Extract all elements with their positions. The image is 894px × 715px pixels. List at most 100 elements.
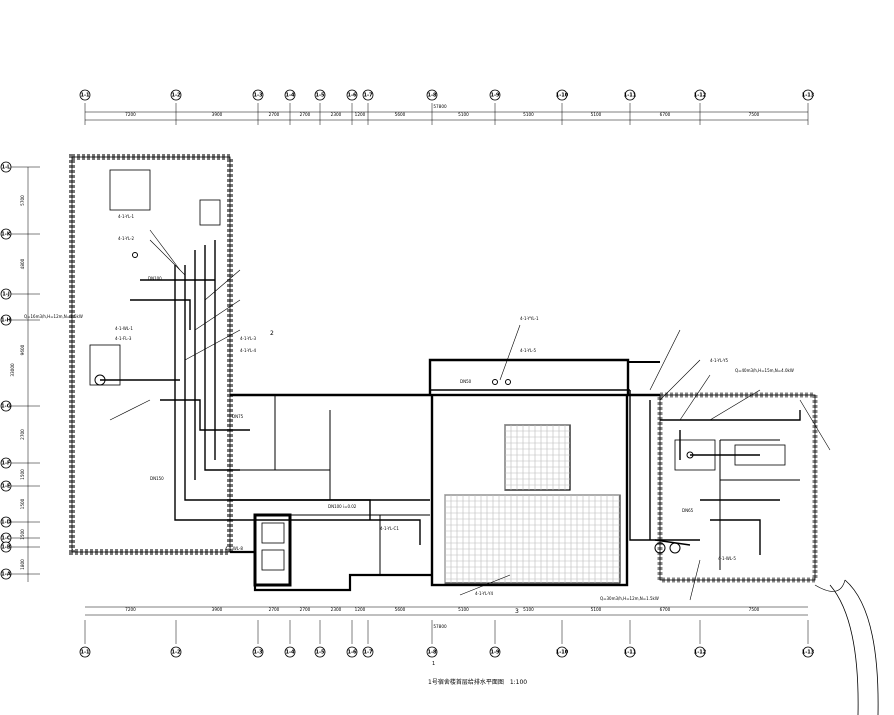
span-dimension: 5100 bbox=[458, 607, 469, 612]
axis-bubble bbox=[170, 646, 182, 658]
span-dimension: 1200 bbox=[355, 607, 366, 612]
pipe-tag: 4-1-YL-5 bbox=[520, 348, 537, 353]
axis-bubble bbox=[314, 646, 326, 658]
pipe-size: DN75 bbox=[232, 414, 244, 419]
pipe-tag: 4-1-YL-3 bbox=[240, 336, 257, 341]
span-dimension: 7200 bbox=[125, 112, 136, 117]
axis-label: 1-13 bbox=[802, 650, 815, 656]
pipe-tag: 4-1-YL-Y5 bbox=[710, 358, 729, 363]
axis-label: 1-12 bbox=[694, 93, 707, 99]
axis-label: 1-F bbox=[2, 461, 11, 467]
axis-bubble bbox=[346, 89, 358, 101]
span-dimension: 6700 bbox=[660, 112, 671, 117]
pipe-size: DN150 bbox=[150, 476, 164, 481]
axis-label: 1-4 bbox=[285, 93, 295, 99]
axis-bubble bbox=[284, 89, 296, 101]
axis-label: 1-B bbox=[1, 545, 11, 551]
pump-symbol bbox=[94, 374, 106, 386]
span-dimension: 5600 bbox=[395, 112, 406, 117]
axis-bubble bbox=[556, 89, 568, 101]
span-dimension: 2700 bbox=[269, 607, 280, 612]
axis-label: 1-3 bbox=[253, 650, 263, 656]
room-mark: 2 bbox=[270, 330, 274, 337]
axis-bubble bbox=[694, 89, 706, 101]
axis-bubble bbox=[624, 646, 636, 658]
building-walls bbox=[69, 154, 879, 715]
axis-label: 1-C bbox=[1, 536, 11, 542]
axis-bubble bbox=[489, 646, 501, 658]
axis-label: 1-6 bbox=[347, 93, 357, 99]
pipe-tag: 4-1-YL-4 bbox=[240, 348, 257, 353]
pump-note: Q=40m3/h,H=15m,N=4.0kW bbox=[735, 368, 794, 373]
axis-label: 1-E bbox=[2, 484, 12, 490]
axis-bubble bbox=[694, 646, 706, 658]
axis-label: 1-11 bbox=[624, 93, 637, 99]
pump-notes: Q=16m3/h,H=12m,N=1.5kW Q=30m3/h,H=12m,N=… bbox=[24, 314, 794, 601]
pipe-tags: 4-1-YL-1 4-1-YL-2 4-1-WL-1 4-1-FL-3 4-1-… bbox=[115, 214, 736, 596]
span-dimension: 1500 bbox=[20, 469, 25, 480]
axis-label: 1-D bbox=[1, 520, 11, 526]
span-dimension: 5600 bbox=[395, 607, 406, 612]
span-dimension: 2700 bbox=[300, 607, 311, 612]
span-dimension: 5700 bbox=[20, 195, 25, 206]
axis-bubble bbox=[252, 89, 264, 101]
axis-label: 1-6 bbox=[347, 650, 357, 656]
span-dimension: 5100 bbox=[458, 112, 469, 117]
pipe-tag: 4-1-YL-2 bbox=[118, 236, 135, 241]
pipe-size-labels: DN100 DN150 DN50 DN75 DN65 DN100 i=0.02 bbox=[148, 276, 694, 513]
pipe-size: DN65 bbox=[682, 508, 694, 513]
axis-label: 1-H bbox=[1, 318, 11, 324]
axis-bubble bbox=[314, 89, 326, 101]
axis-label: 1-7 bbox=[363, 93, 373, 99]
axis-label: 1-4 bbox=[285, 650, 295, 656]
sheet-mark: 1 bbox=[432, 661, 436, 667]
room-mark: 3 bbox=[515, 608, 519, 615]
axis-label: 1-10 bbox=[556, 650, 569, 656]
span-dimension: 7500 bbox=[749, 112, 760, 117]
pipe-network bbox=[100, 240, 801, 555]
span-dimension: 5100 bbox=[591, 607, 602, 612]
span-dimension: 2300 bbox=[331, 112, 342, 117]
pipe-tag: 4-1-WL-8 bbox=[225, 546, 243, 551]
axis-label: 1-G bbox=[1, 404, 11, 410]
span-dimension: 1800 bbox=[20, 559, 25, 570]
axis-bubble bbox=[346, 646, 358, 658]
hall-floor-pattern bbox=[444, 424, 620, 583]
axis-label: 1-12 bbox=[694, 650, 707, 656]
span-dimension: 9600 bbox=[20, 344, 25, 355]
pipe-tag: 4-1-YL-1 bbox=[118, 214, 135, 219]
span-dimension: 1500 bbox=[20, 498, 25, 509]
pipe-tag: 4-1-YYL-1 bbox=[520, 316, 539, 321]
axis-label: 1-5 bbox=[315, 650, 325, 656]
axis-bubble bbox=[802, 646, 814, 658]
span-dimension: 2700 bbox=[269, 112, 280, 117]
span-dimension: 7500 bbox=[749, 607, 760, 612]
span-dimension: 2300 bbox=[331, 607, 342, 612]
span-dimension: 1500 bbox=[20, 529, 25, 540]
drawing-title: 1号宿舍楼首层给排水平面图 bbox=[428, 679, 504, 686]
span-dimension: 7200 bbox=[125, 607, 136, 612]
axis-label: 1-9 bbox=[490, 93, 500, 99]
span-dimension: 5100 bbox=[523, 112, 534, 117]
pipe-tag: 4-1-WL-5 bbox=[718, 556, 736, 561]
axis-bubble bbox=[426, 89, 438, 101]
axis-bubble bbox=[252, 646, 264, 658]
drawing-title-block: 1号宿舍楼首层给排水平面图 1:100 bbox=[428, 677, 527, 686]
span-dimension: 4800 bbox=[20, 258, 25, 269]
overall-width-top: 57800 bbox=[433, 104, 447, 109]
axis-label: 1-11 bbox=[624, 650, 637, 656]
axis-bubble bbox=[556, 646, 568, 658]
axis-label: 1-2 bbox=[171, 650, 181, 656]
pump-note: Q=30m3/h,H=12m,N=1.5kW bbox=[600, 596, 659, 601]
axis-bubble bbox=[79, 646, 91, 658]
pipe-size: DN50 bbox=[460, 379, 472, 384]
axis-label: 1-1 bbox=[80, 650, 90, 656]
axis-label: 1-K bbox=[1, 232, 12, 238]
axis-bubble bbox=[284, 646, 296, 658]
pump-symbol bbox=[654, 542, 666, 554]
axis-bubble bbox=[362, 89, 374, 101]
drawing-scale: 1:100 bbox=[509, 679, 528, 686]
axis-label: 1-8 bbox=[427, 93, 437, 99]
axis-label: 1-L bbox=[2, 165, 12, 171]
